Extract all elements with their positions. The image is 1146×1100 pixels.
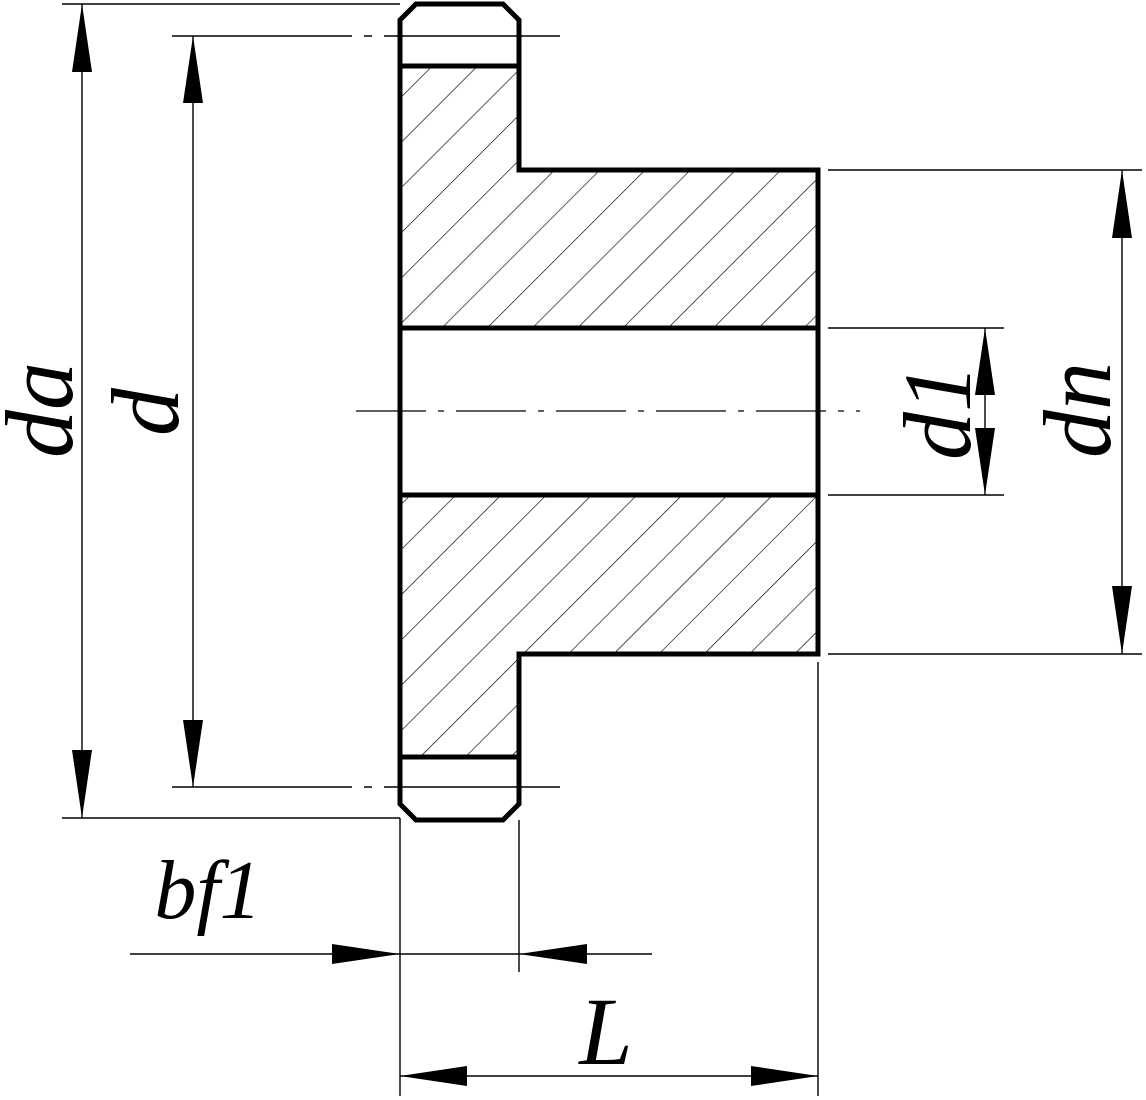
label-d: d — [92, 387, 199, 436]
arrow-dn-bottom — [1112, 586, 1132, 654]
lower-section-hatch — [400, 495, 818, 757]
arrow-L-left — [400, 1066, 467, 1086]
label-L: L — [577, 978, 632, 1085]
arrow-bf1-left — [332, 944, 400, 964]
arrow-d1-bottom — [975, 428, 995, 495]
upper-section-hatch — [400, 66, 818, 328]
arrow-dn-top — [1112, 170, 1132, 238]
arrow-d-bottom — [183, 720, 203, 787]
part-outline — [397, 1, 821, 823]
arrow-L-right — [751, 1066, 818, 1086]
arrow-d-top — [183, 36, 203, 103]
arrow-d1-top — [975, 328, 995, 395]
arrow-da-top — [72, 4, 92, 72]
label-d1: d1 — [884, 364, 991, 460]
label-dn: dn — [1024, 362, 1131, 458]
arrow-da-bottom — [72, 750, 92, 818]
arrow-bf1-right — [519, 944, 587, 964]
label-bf1: bf1 — [154, 844, 261, 937]
label-da: da — [0, 362, 93, 458]
